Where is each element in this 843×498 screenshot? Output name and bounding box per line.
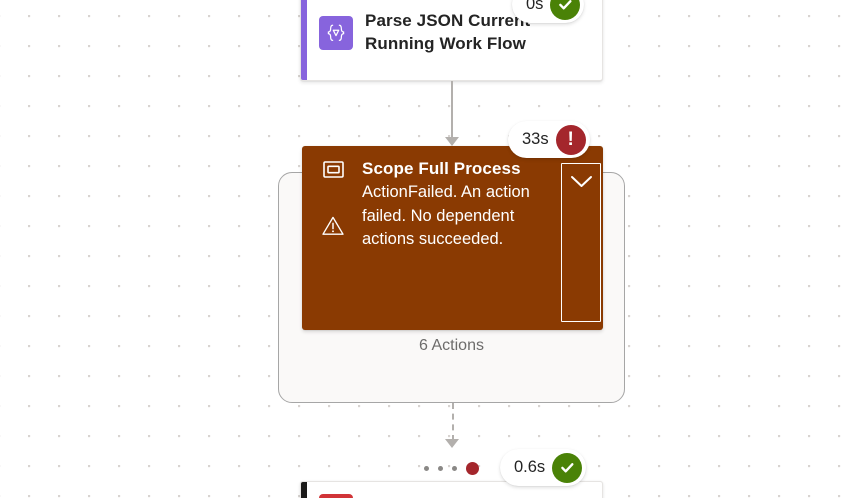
badge-glyph: ! bbox=[567, 129, 574, 150]
progress-dot bbox=[438, 466, 443, 471]
badge-duration: 33s bbox=[522, 130, 549, 148]
node-body bbox=[307, 486, 602, 498]
node-scope-full-process[interactable]: Scope Full Process ActionFailed. An acti… bbox=[302, 146, 603, 330]
progress-dot-current bbox=[466, 462, 479, 475]
status-badge-scope[interactable]: 33s ! bbox=[508, 121, 590, 158]
node-accent-bar bbox=[301, 0, 307, 80]
warning-triangle-icon bbox=[316, 180, 350, 272]
node-title: Scope Full Process bbox=[362, 159, 521, 178]
status-badge-next[interactable]: 0.6s bbox=[500, 449, 587, 486]
chevron-down-icon[interactable] bbox=[561, 163, 601, 322]
node-title: Parse JSON Current Running Work Flow bbox=[365, 11, 531, 53]
parse-json-icon bbox=[319, 15, 353, 50]
node-icon-partial bbox=[319, 494, 353, 498]
scope-icon bbox=[316, 156, 350, 178]
scope-card-rows: Scope Full Process ActionFailed. An acti… bbox=[302, 146, 559, 330]
scope-actions-count: 6 Actions bbox=[419, 337, 484, 354]
progress-dot bbox=[424, 466, 429, 471]
run-progress-dots bbox=[424, 462, 479, 475]
scope-error-message: ActionFailed. An action failed. No depen… bbox=[362, 183, 530, 249]
scope-error-row: ActionFailed. An action failed. No depen… bbox=[316, 180, 555, 272]
status-badge-parse-json[interactable]: 0s bbox=[512, 0, 585, 23]
scope-title-row: Scope Full Process bbox=[316, 156, 555, 180]
error-exclamation-icon: ! bbox=[555, 124, 586, 155]
progress-dot bbox=[452, 466, 457, 471]
node-accent-bar bbox=[301, 482, 307, 498]
node-body: Parse JSON Current Running Work Flow bbox=[307, 2, 602, 63]
success-check-icon bbox=[552, 452, 583, 483]
badge-duration: 0s bbox=[526, 0, 544, 13]
badge-duration: 0.6s bbox=[514, 458, 546, 476]
success-check-icon bbox=[550, 0, 581, 20]
